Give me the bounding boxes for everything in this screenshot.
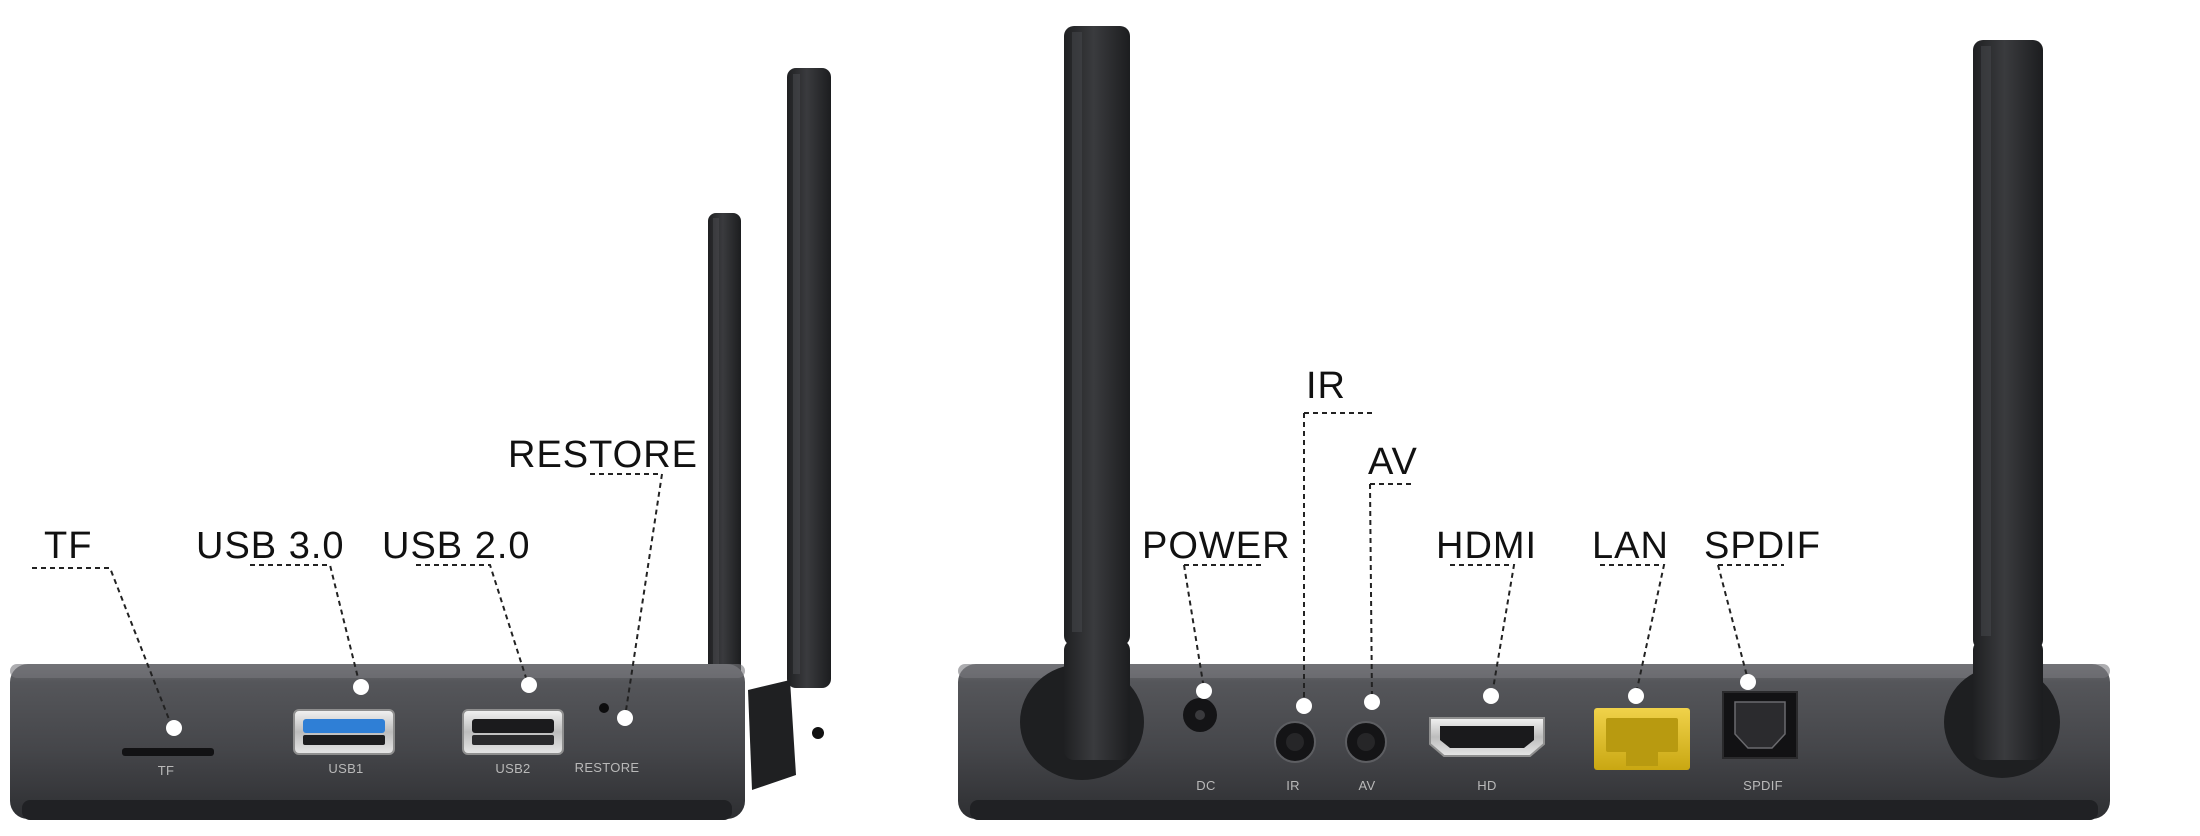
rear-antenna-right	[1973, 40, 2043, 650]
lan-dot	[1628, 688, 1644, 704]
spdif-port-label: SPDIF	[1743, 778, 1783, 793]
spdif-port	[1722, 691, 1798, 759]
side-antenna-short	[708, 213, 741, 683]
usb2-leader	[416, 564, 529, 685]
ir-callout: IR	[1306, 365, 1346, 407]
rear-view-device: DC IR AV HD SPDIF	[958, 26, 2110, 820]
usb2-dot	[521, 677, 537, 693]
lan-callout: LAN	[1592, 525, 1669, 567]
restore-pinhole	[599, 703, 609, 713]
usb2-port-label: USB2	[495, 761, 530, 776]
usb3-port	[293, 709, 395, 755]
side-antenna-tall	[787, 68, 831, 739]
av-port-label: AV	[1359, 778, 1376, 793]
rear-antenna-left	[1064, 26, 1130, 646]
usb2-callout: USB 2.0	[382, 525, 531, 567]
tf-callout: TF	[44, 525, 93, 567]
av-jack	[1345, 721, 1387, 763]
callout-leaders	[32, 412, 1784, 728]
spdif-dot	[1740, 674, 1756, 690]
restore-dot	[617, 710, 633, 726]
av-dot	[1364, 694, 1380, 710]
side-view-device: TF USB1 USB2 RESTORE	[10, 68, 831, 820]
ir-jack	[1274, 721, 1316, 763]
usb3-dot	[353, 679, 369, 695]
tf-port-label: TF	[158, 763, 174, 778]
hdmi-callout: HDMI	[1436, 525, 1538, 567]
restore-leader	[590, 473, 664, 718]
usb1-port-label: USB1	[328, 761, 363, 776]
spdif-callout: SPDIF	[1704, 525, 1821, 567]
usb2-port	[462, 709, 564, 755]
usb3-leader	[250, 564, 361, 687]
av-leader	[1369, 483, 1373, 701]
hdmi-port	[1429, 717, 1545, 757]
side-antenna-hinge	[748, 680, 796, 790]
ir-port-label: IR	[1286, 778, 1300, 793]
power-dot	[1196, 683, 1212, 699]
callout-dots	[166, 674, 1756, 736]
dc-jack	[1183, 698, 1217, 732]
tf-slot	[122, 748, 214, 756]
power-callout: POWER	[1142, 525, 1291, 567]
lan-leader	[1600, 564, 1666, 695]
tf-dot	[166, 720, 182, 736]
av-callout: AV	[1368, 441, 1418, 483]
hd-port-label: HD	[1477, 778, 1496, 793]
restore-port-label: RESTORE	[575, 760, 640, 775]
restore-callout: RESTORE	[508, 434, 699, 476]
spdif-leader	[1717, 564, 1749, 681]
dc-port-label: DC	[1196, 778, 1215, 793]
hdmi-dot	[1483, 688, 1499, 704]
lan-port	[1594, 708, 1690, 770]
hdmi-leader	[1450, 564, 1516, 696]
tf-leader	[32, 567, 173, 728]
ir-dot	[1296, 698, 1312, 714]
usb3-callout: USB 3.0	[196, 525, 345, 567]
power-leader	[1183, 564, 1205, 690]
